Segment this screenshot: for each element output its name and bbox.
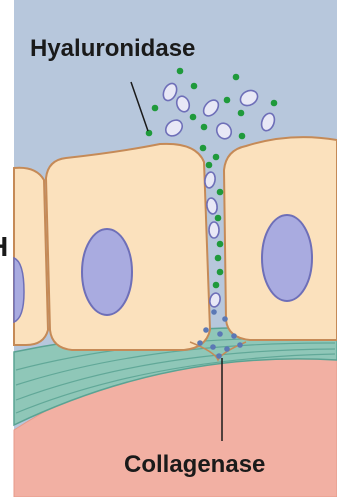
left-edge-glyph: H — [0, 231, 8, 262]
hyaluronidase-label: Hyaluronidase — [30, 35, 195, 62]
nucleus-right — [262, 215, 312, 301]
nucleus-middle — [82, 229, 132, 315]
collagenase-label: Collagenase — [124, 451, 265, 478]
